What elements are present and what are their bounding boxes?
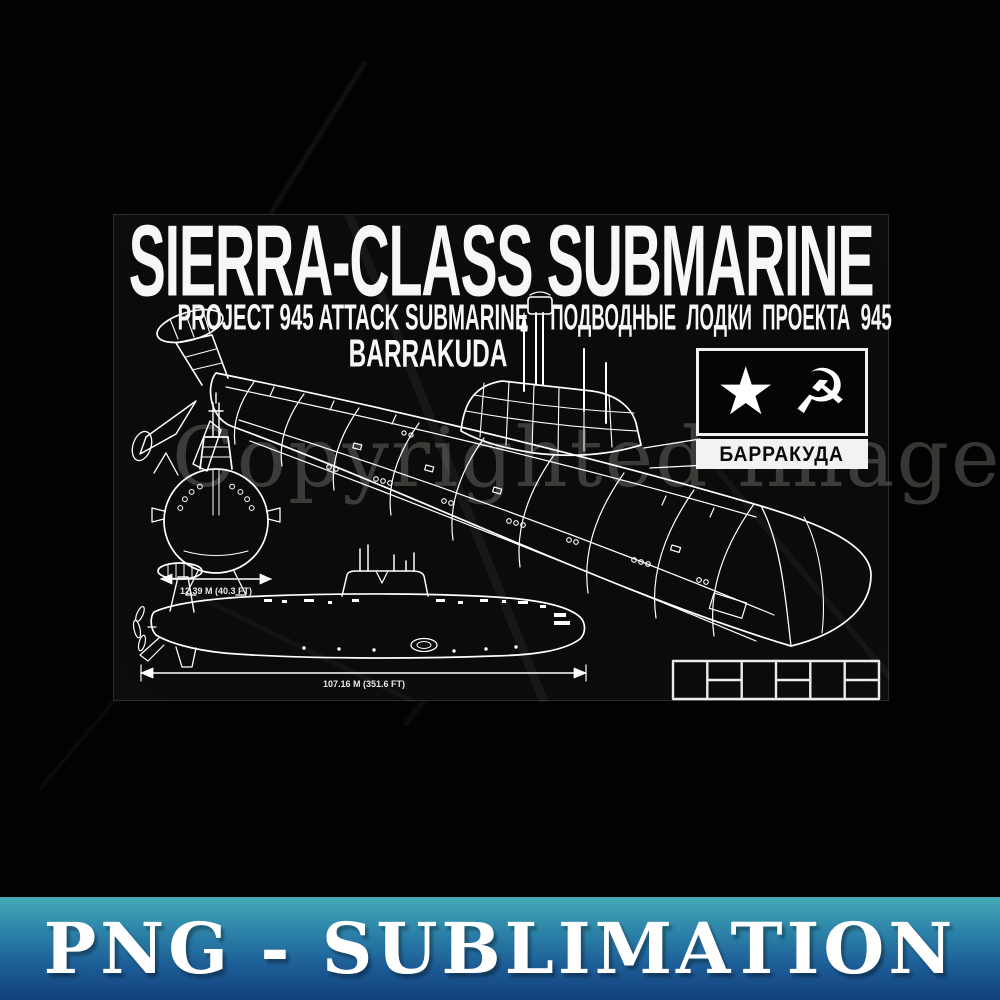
subtitle-english-text: PROJECT 945 ATTACK SUBMARINE — [177, 298, 529, 338]
submarine-cross-section-drawing: 12.39 M (40.3 FT) — [151, 392, 281, 596]
design-panel: Copyrighted image — [113, 212, 1000, 702]
blueprint-drawing: 12.39 M (40.3 FT) — [131, 215, 890, 702]
artwork-title-text: SIERRA-CLASS SUBMARINE — [128, 206, 875, 318]
blueprint-scale-blocks — [671, 659, 881, 701]
panel-creases — [174, 215, 890, 702]
flag-label: БАРРАКУДА — [696, 439, 868, 469]
flag-label-text: БАРРАКУДА — [719, 442, 845, 466]
star-icon: ★ — [716, 353, 776, 430]
variant-name: BARRAKUDA — [308, 331, 548, 376]
length-dimension: 107.16 M (351.6 FT) — [140, 664, 587, 689]
soviet-flag-box: ★ ☭ — [696, 348, 868, 436]
hammer-sickle-icon: ☭ — [792, 355, 848, 428]
variant-name-text: BARRAKUDA — [348, 331, 508, 376]
sublimation-banner-label: PNG - SUBLIMATION — [43, 906, 957, 990]
subtitle-russian: ПОДВОДНЫЕ ЛОДКИ ПРОЕКТА 945 — [410, 298, 1000, 338]
length-dimension-label: 107.16 M (351.6 FT) — [323, 679, 405, 689]
submarine-profile-drawing: 107.16 M (351.6 FT) — [132, 544, 587, 689]
sublimation-banner: PNG - SUBLIMATION — [0, 897, 1000, 1000]
subtitle-english: PROJECT 945 ATTACK SUBMARINE — [61, 298, 646, 338]
beam-dimension-label: 12.39 M (40.3 FT) — [180, 586, 252, 596]
artwork-title: SIERRA-CLASS SUBMARINE — [0, 212, 1000, 313]
subtitle-russian-text: ПОДВОДНЫЕ ЛОДКИ ПРОЕКТА 945 — [550, 298, 892, 338]
submarine-perspective-drawing — [131, 291, 872, 647]
